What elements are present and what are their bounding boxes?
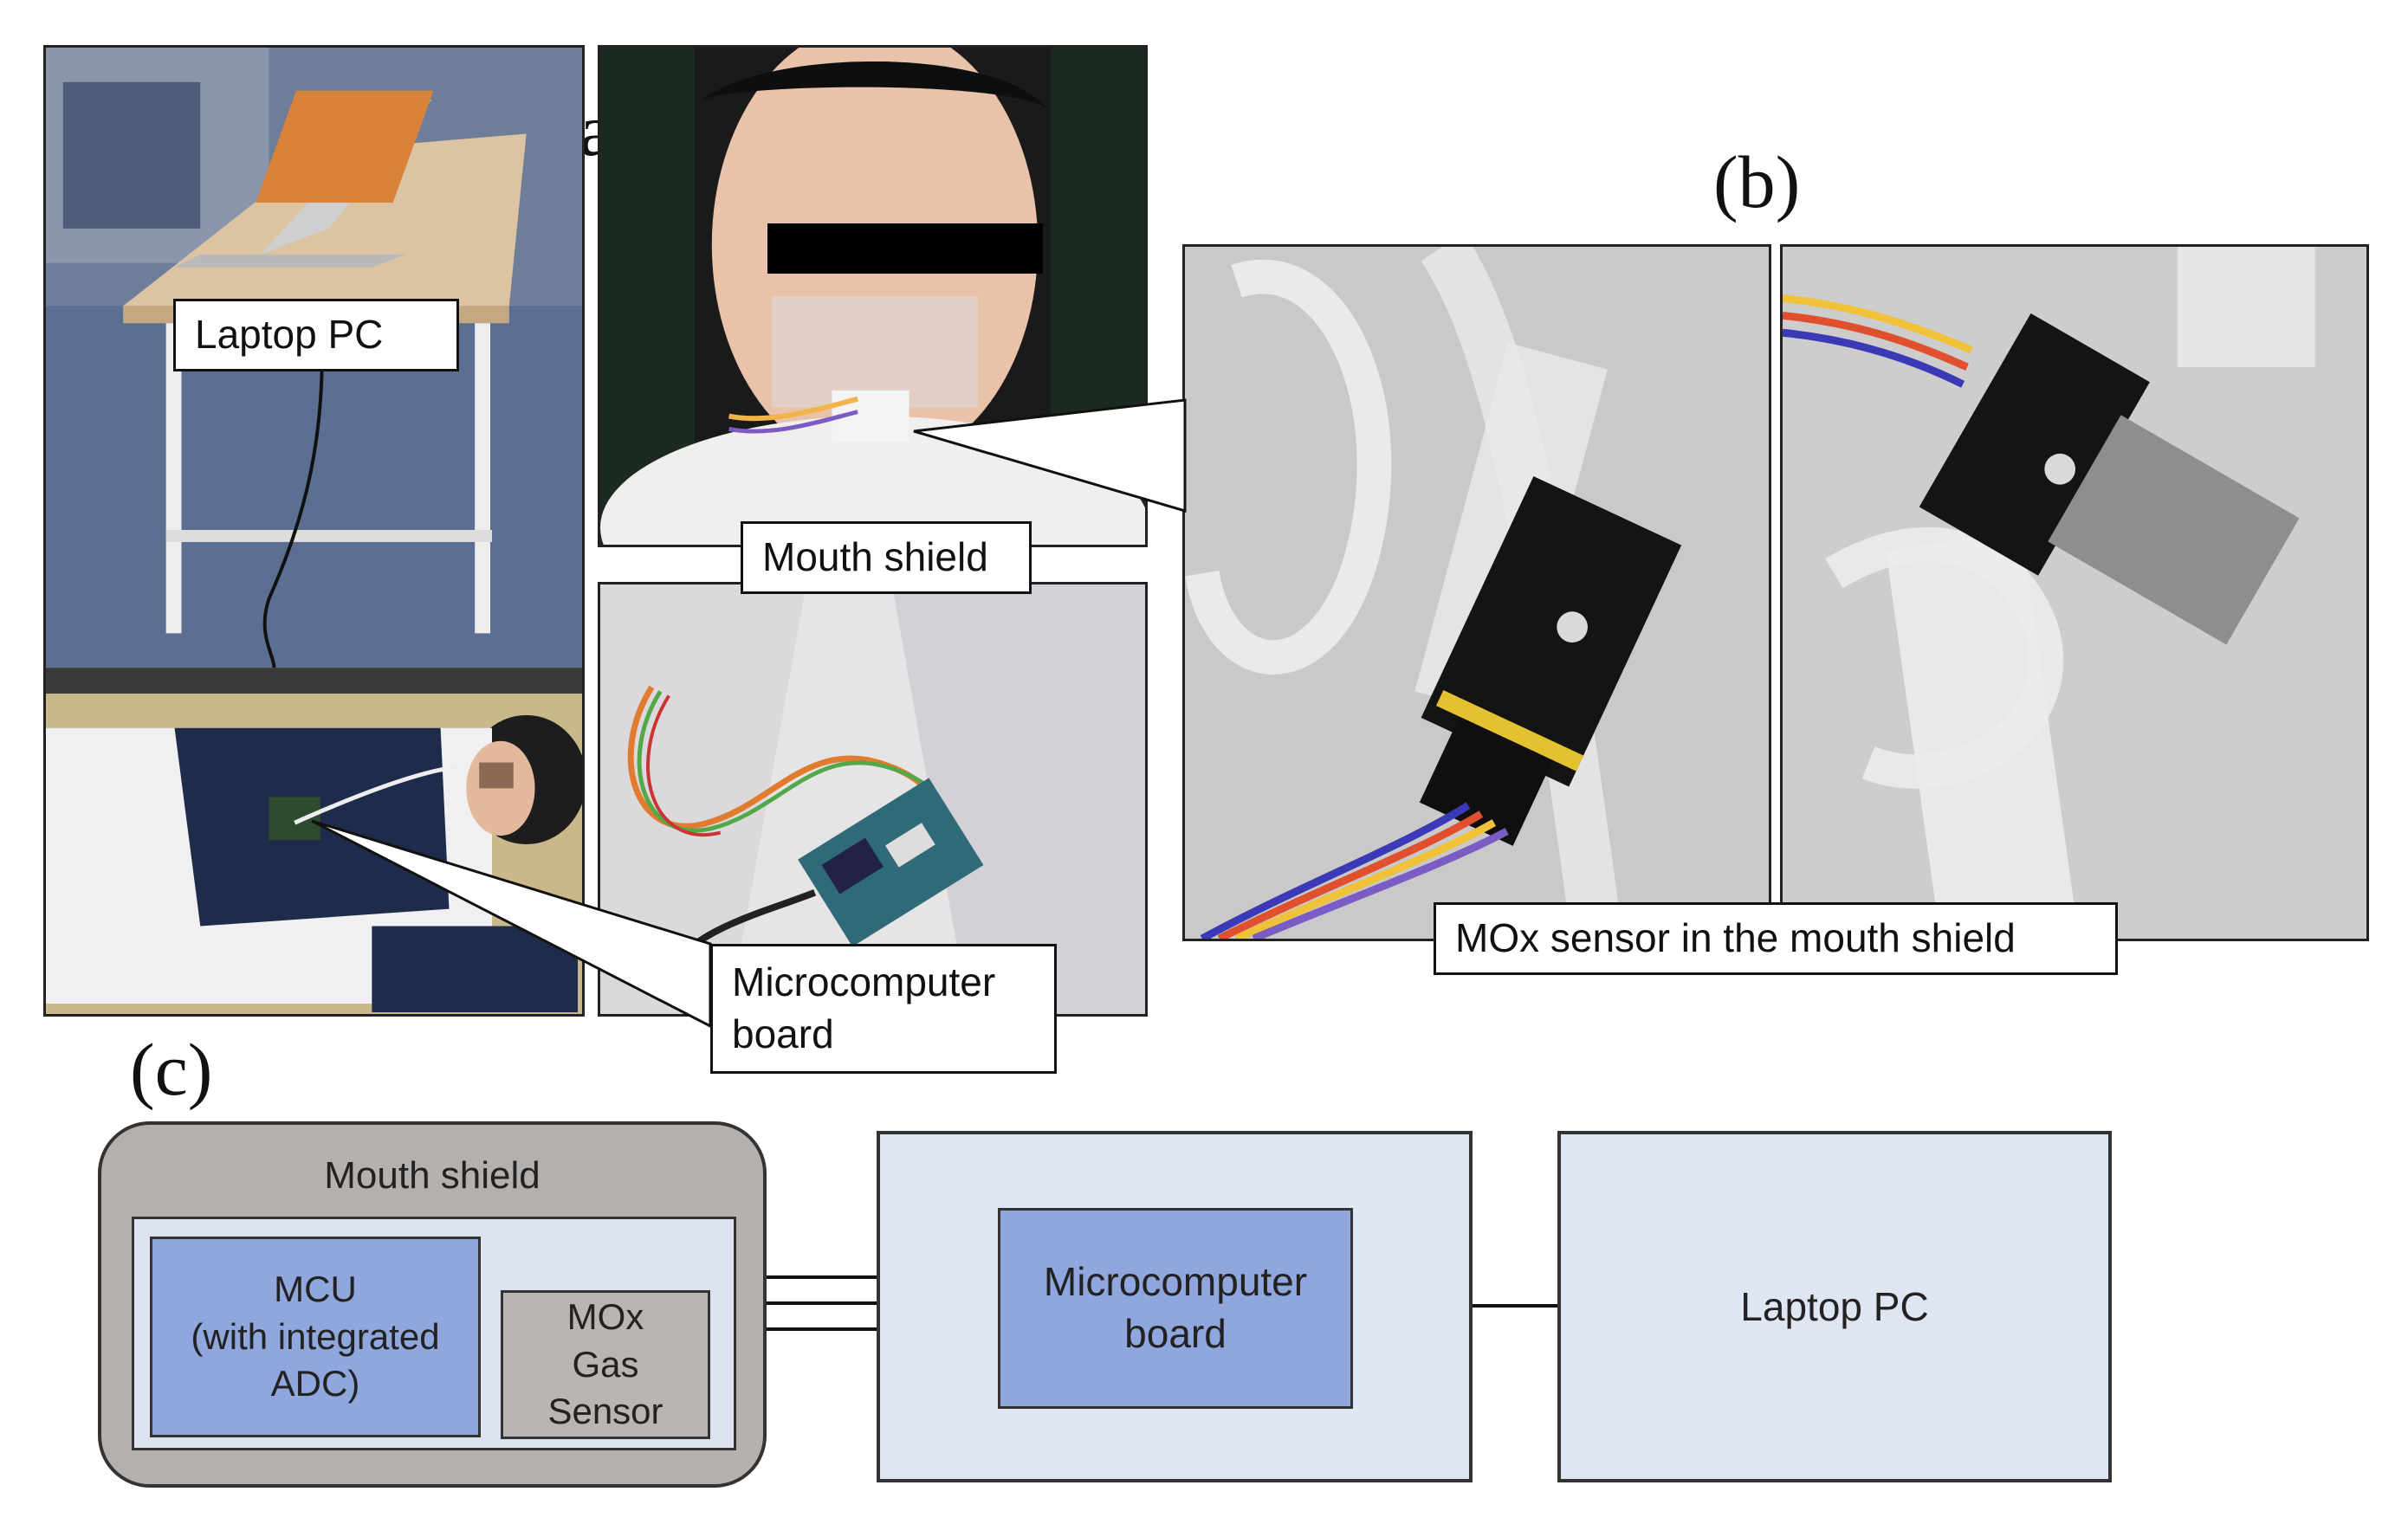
photo-mox-sensor-front [1182, 244, 1771, 941]
diagram-laptop-pc: Laptop PC [1557, 1131, 2112, 1482]
photo-face-mouth-shield [598, 45, 1148, 547]
eye-censor-bar [767, 223, 1043, 274]
diagram-micro-line2: board [1124, 1311, 1227, 1356]
panel-label-b: (b) [1713, 140, 1801, 223]
diagram-laptop-text: Laptop PC [1740, 1284, 1929, 1329]
diagram-mcu: MCU (with integrated ADC) [150, 1237, 481, 1437]
label-laptop-pc: Laptop PC [173, 299, 459, 371]
diagram-mox-gas-sensor: MOx Gas Sensor [501, 1290, 710, 1439]
photo-room-setup [43, 45, 585, 1017]
label-mouth-shield-text: Mouth shield [762, 534, 988, 580]
label-microcomputer-board: Microcomputer board [710, 944, 1057, 1074]
diagram-mcu-line1: MCU [274, 1269, 357, 1310]
diagram-mox-line2: Gas [572, 1343, 639, 1385]
label-mox-sensor-text: MOx sensor in the mouth shield [1455, 915, 2016, 961]
label-mox-sensor: MOx sensor in the mouth shield [1434, 902, 2118, 975]
diagram-mouth-shield-title: Mouth shield [324, 1154, 541, 1197]
label-microcomputer-line2: board [732, 1011, 834, 1056]
label-mouth-shield: Mouth shield [741, 521, 1032, 594]
panel-label-c: (c) [130, 1028, 213, 1111]
diagram-mox-line1: MOx [566, 1296, 644, 1338]
label-laptop-pc-text: Laptop PC [195, 312, 384, 358]
diagram-mcu-line2: (with integrated [191, 1315, 440, 1357]
diagram-mox-line3: Sensor [547, 1391, 663, 1432]
label-microcomputer-line1: Microcomputer [732, 959, 996, 1005]
photo-microcomputer-board [598, 582, 1148, 1017]
photo-mox-sensor-back [1780, 244, 2369, 941]
diagram-mcu-line3: ADC) [270, 1363, 360, 1405]
diagram-microcomputer-board: Microcomputer board [998, 1208, 1353, 1409]
diagram-micro-line1: Microcomputer [1043, 1259, 1308, 1305]
